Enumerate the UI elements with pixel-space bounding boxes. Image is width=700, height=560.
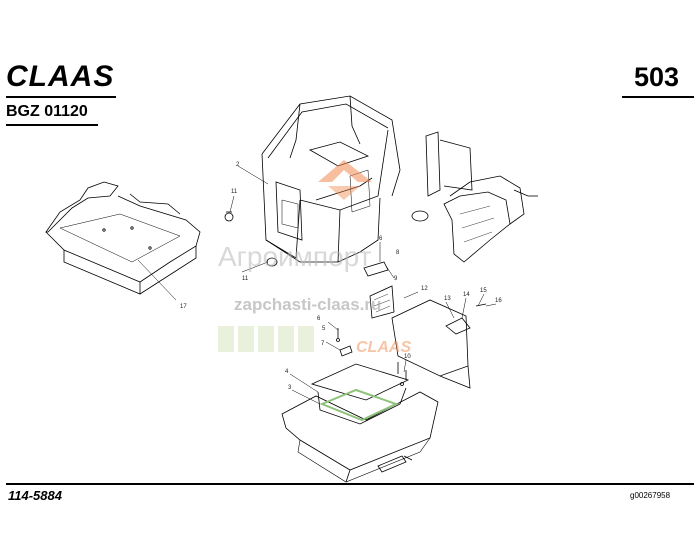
header-rule-right — [622, 96, 694, 98]
watermark-stripes — [218, 326, 314, 352]
page-number: 503 — [634, 62, 680, 92]
header-rule-left — [6, 96, 116, 98]
fasteners-drawing — [336, 195, 538, 386]
callout-label: 12 — [421, 286, 428, 292]
callout-label: 11 — [242, 276, 249, 282]
callout-label: 3 — [288, 385, 292, 391]
callout-label: 9 — [394, 276, 398, 282]
claas-watermark-logo — [318, 160, 372, 200]
footer-rule — [6, 483, 694, 485]
callout-label: 15 — [480, 288, 487, 294]
callout-label: 11 — [231, 189, 238, 195]
document-code: BGZ 01120 — [6, 103, 88, 120]
image-code: g00267958 — [630, 491, 671, 500]
callout-label: 17 — [180, 304, 187, 310]
callout-label: 14 — [463, 292, 470, 298]
callout-label: 10 — [404, 354, 411, 360]
side-console-drawing — [391, 299, 471, 389]
callout-label: 16 — [495, 298, 502, 304]
cab-frame-drawing — [261, 95, 401, 263]
rear-panel-drawing — [425, 131, 529, 263]
doc-code-rule — [6, 124, 98, 126]
seal-frame-highlight — [319, 388, 399, 422]
part-number: 114-5884 — [8, 488, 62, 503]
leader-lines — [137, 165, 497, 405]
small-parts-drawing — [224, 210, 429, 319]
callout-label: 2 — [236, 162, 240, 168]
floor-mat-drawing — [45, 181, 201, 295]
callout-label: 7 — [321, 341, 325, 347]
watermark-logo-text: CLAAS — [356, 339, 411, 356]
callout-label: 8 — [396, 250, 400, 256]
callout-label: 6 — [379, 236, 383, 242]
watermark-line1: Агроимпорт — [218, 241, 372, 272]
callout-label: 6 — [317, 316, 321, 322]
watermark-line2: zapchasti-claas.ru — [234, 295, 381, 314]
callout-label: 4 — [285, 369, 289, 375]
claas-logo: CLAAS — [6, 60, 115, 93]
callout-label: 5 — [322, 326, 326, 332]
callout-label: 13 — [444, 296, 451, 302]
callout-labels: 2 11 6 8 11 9 17 12 13 14 15 16 5 6 7 10… — [180, 162, 502, 391]
floor-plate-drawing — [281, 363, 439, 483]
